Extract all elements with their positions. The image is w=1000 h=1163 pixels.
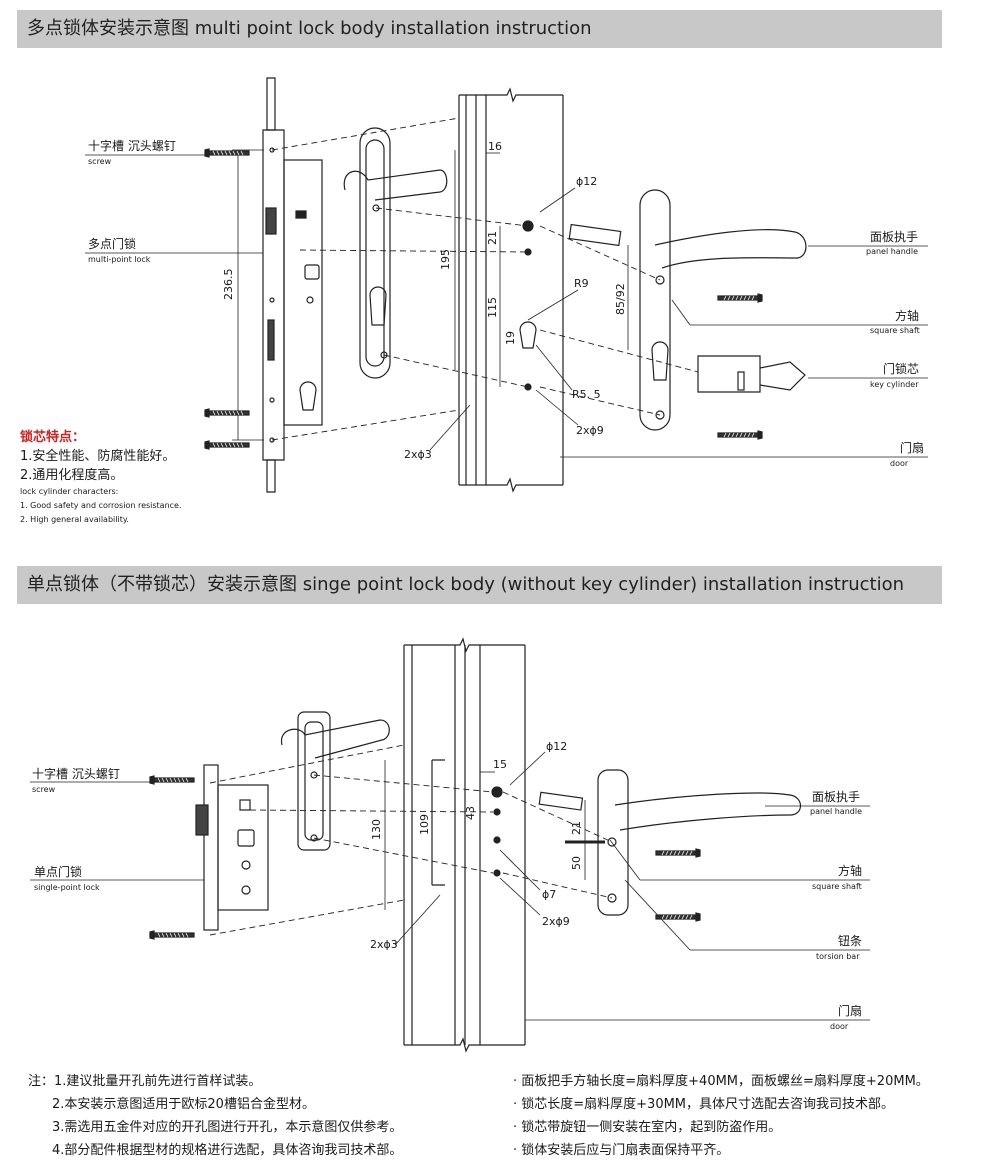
note-2: 2.本安装示意图适用于欧标20槽铝合金型材。 <box>52 1097 315 1112</box>
svg-text:screw: screw <box>32 785 56 794</box>
svg-text:195: 195 <box>439 249 452 270</box>
multi-point-section <box>85 77 928 493</box>
svg-text:21: 21 <box>486 231 499 245</box>
svg-text:236.5: 236.5 <box>222 269 235 301</box>
section-banner-single-point: 单点锁体（不带锁芯）安装示意图 singe point lock body (w… <box>17 566 942 604</box>
svg-text:15: 15 <box>493 758 507 771</box>
svg-text:multi-point lock: multi-point lock <box>88 255 151 264</box>
dimension-lines-2 <box>384 760 586 910</box>
door-label-2: 门扇 <box>838 1003 862 1018</box>
note-right-2: · 锁芯长度=扇料厚度+30MM，具体尺寸选配去咨询我司技术部。 <box>513 1097 895 1112</box>
note-right-3: · 锁芯带旋钮一侧安装在室内，起到防盗作用。 <box>513 1120 782 1135</box>
svg-text:R9: R9 <box>574 277 589 290</box>
torsion-label: 钮条 <box>838 933 862 948</box>
svg-text:ϕ12: ϕ12 <box>576 175 597 188</box>
svg-text:16: 16 <box>488 140 502 153</box>
svg-text:ϕ7: ϕ7 <box>542 888 556 901</box>
note-1: 注：1.建议批量开孔前先进行首样试装。 <box>28 1074 262 1089</box>
section1-labels: 十字槽 沉头螺钉 screw 多点门锁 multi-point lock 面板执… <box>88 138 924 468</box>
door-label: 门扇 <box>900 440 924 455</box>
cylinder-features: 锁芯特点： 1.安全性能、防腐性能好。 2.通用化程度高。 lock cylin… <box>20 430 182 524</box>
screw-label-2: 十字槽 沉头螺钉 <box>32 766 120 781</box>
door-profile-2 <box>403 637 526 1053</box>
svg-text:screw: screw <box>88 157 112 166</box>
dimension-lines <box>232 149 629 441</box>
svg-text:square shaft: square shaft <box>812 882 862 891</box>
section2-labels: 十字槽 沉头螺钉 screw 单点门锁 single-point lock 面板… <box>32 740 862 1031</box>
section-banner-multi-point: 多点锁体安装示意图 multi point lock body installa… <box>17 10 942 48</box>
inner-handle <box>343 127 448 379</box>
svg-text:R5. 5: R5. 5 <box>572 388 601 401</box>
svg-text:2xϕ9: 2xϕ9 <box>576 424 604 437</box>
lock-label-2: 单点门锁 <box>34 864 82 879</box>
key-cylinder <box>697 355 806 393</box>
svg-text:panel handle: panel handle <box>866 247 918 256</box>
door-profile <box>458 87 564 493</box>
handle-label: 面板执手 <box>870 230 918 244</box>
notes-right: · 面板把手方轴长度=扇料厚度+40MM，面板螺丝=扇料厚度+20MM。 · 锁… <box>513 1070 929 1162</box>
shaft-label: 方轴 <box>895 308 919 323</box>
svg-text:21: 21 <box>570 821 583 835</box>
svg-text:130: 130 <box>370 819 383 840</box>
panel-handle-2 <box>538 769 802 916</box>
svg-text:19: 19 <box>504 331 517 345</box>
svg-text:single-point lock: single-point lock <box>34 883 100 892</box>
note-4: 4.部分配件根据型材的规格进行选配，具体咨询我司技术部。 <box>52 1143 403 1158</box>
svg-text:85/92: 85/92 <box>614 283 627 315</box>
svg-text:door: door <box>890 459 909 468</box>
shaft-label-2: 方轴 <box>838 863 862 878</box>
svg-text:panel handle: panel handle <box>810 807 862 816</box>
svg-text:2xϕ3: 2xϕ3 <box>370 938 398 951</box>
svg-text:50: 50 <box>570 856 583 870</box>
svg-text:2xϕ9: 2xϕ9 <box>542 915 570 928</box>
screw-label: 十字槽 沉头螺钉 <box>88 138 176 153</box>
svg-text:square shaft: square shaft <box>870 326 920 335</box>
svg-text:43: 43 <box>464 806 477 820</box>
alignment-lines <box>271 117 699 441</box>
multi-point-lock-body <box>262 77 323 493</box>
svg-text:ϕ12: ϕ12 <box>546 740 567 753</box>
cylinder-label: 门锁芯 <box>883 361 919 376</box>
svg-text:115: 115 <box>486 297 499 318</box>
svg-text:door: door <box>830 1022 849 1031</box>
svg-text:torsion bar: torsion bar <box>816 952 860 961</box>
note-right-4: · 锁体安装后应与门扇表面保持平齐。 <box>513 1143 730 1158</box>
svg-text:2xϕ3: 2xϕ3 <box>404 448 432 461</box>
notes-left: 注：1.建议批量开孔前先进行首样试装。 2.本安装示意图适用于欧标20槽铝合金型… <box>28 1070 402 1162</box>
lock-label: 多点门锁 <box>88 236 136 251</box>
note-right-1: · 面板把手方轴长度=扇料厚度+40MM，面板螺丝=扇料厚度+20MM。 <box>513 1074 929 1089</box>
note-3: 3.需选用五金件对应的开孔图进行开孔，本示意图仅供参考。 <box>52 1120 403 1135</box>
svg-text:109: 109 <box>418 814 431 835</box>
panel-handle <box>568 189 807 431</box>
handle-label-2: 面板执手 <box>812 790 860 804</box>
alignment-lines-2 <box>209 744 613 936</box>
single-point-section <box>30 637 870 1053</box>
svg-text:key cylinder: key cylinder <box>870 380 919 389</box>
single-point-lock-body <box>195 764 269 931</box>
